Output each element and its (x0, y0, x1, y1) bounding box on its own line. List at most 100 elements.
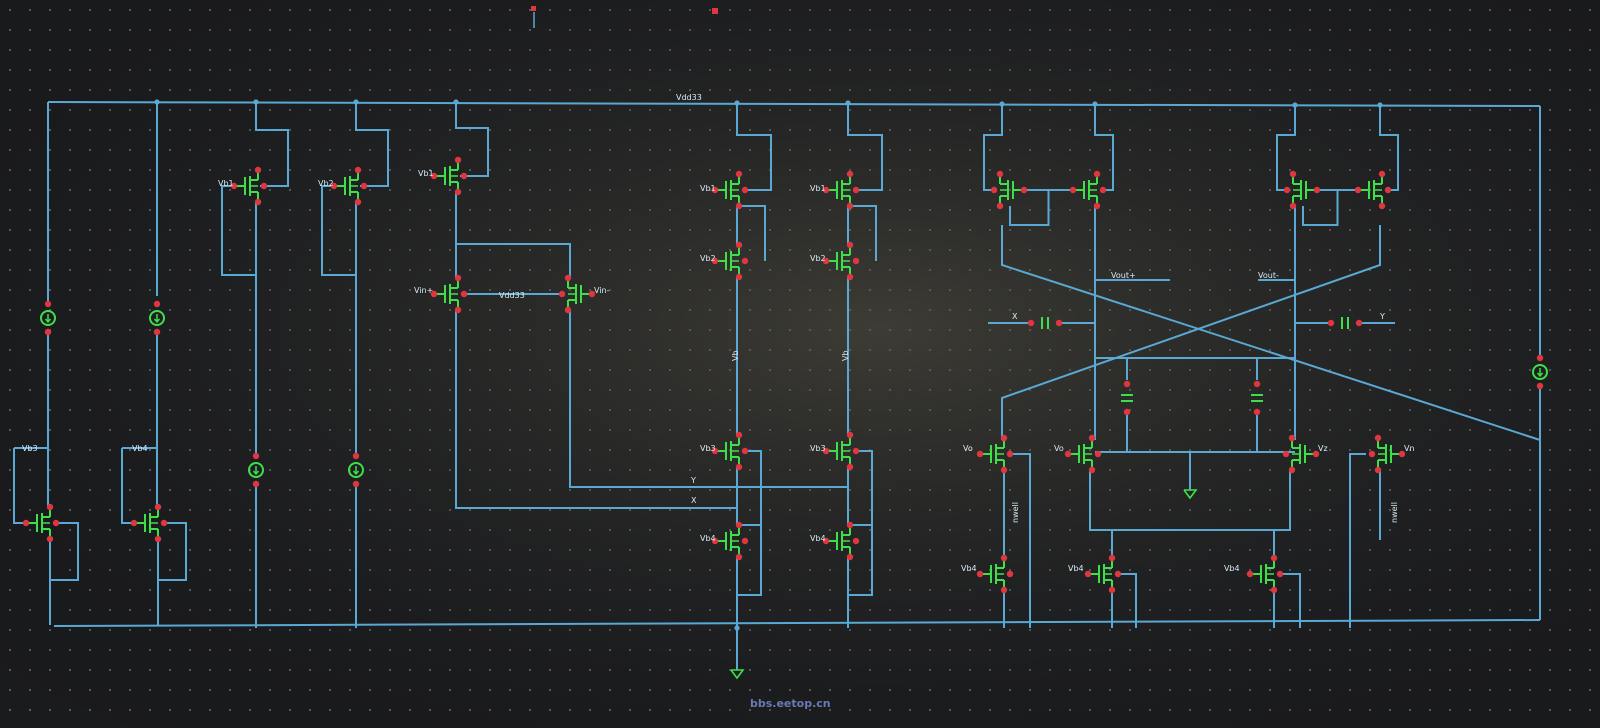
current-source-arrowhead (153, 318, 161, 324)
pin-dot (990, 186, 998, 194)
pin-dot (1374, 466, 1382, 474)
current-source-circle (40, 310, 56, 326)
mosfet-vb4-out1 (982, 560, 1005, 588)
pin-dot (360, 182, 368, 190)
pin-dot (154, 503, 162, 511)
pin-dot (846, 521, 854, 529)
label-vb4-col1: Vb4 (700, 534, 716, 543)
label-vb2-col1: Vb2 (700, 254, 716, 263)
pin-dot (1064, 450, 1072, 458)
mosfet-vb2-b-src (348, 462, 364, 478)
pin-dot (230, 182, 238, 190)
pin-dot (1108, 554, 1116, 562)
pin-dot (852, 186, 860, 194)
pin-dot (22, 519, 30, 527)
mosfet-col1-vb4 (717, 527, 740, 555)
label-tail-right: nwell (1390, 502, 1399, 523)
pin-dot (1270, 554, 1278, 562)
labels: Vdd33 Vdd33 Vb3 Vb4 Vb1 Vb2 Vb1 Vin+ Vin… (22, 93, 1415, 710)
wire (255, 102, 289, 187)
label-vb3-col1: Vb3 (700, 444, 716, 453)
mosfet-vb3-left (28, 509, 51, 537)
pin-dot (354, 166, 362, 174)
wire (1001, 225, 1381, 440)
mosfet-col2-vb4 (828, 527, 851, 555)
wire (737, 205, 766, 261)
label-vo-1: Vo (963, 444, 973, 453)
mosfet-vb4-out2 (1090, 560, 1113, 588)
current-source-1 (40, 310, 56, 326)
wire (121, 448, 134, 524)
junction-dot (845, 100, 851, 106)
pin-dot (996, 170, 1004, 178)
label-vin-n: Vin- (594, 286, 610, 295)
label-vo-2: Vo (1054, 444, 1064, 453)
pin-dot (1378, 170, 1386, 178)
label-tail-left: nwell (1011, 502, 1020, 523)
wire (13, 448, 26, 524)
pin-dot (1270, 586, 1278, 594)
wire (1276, 104, 1296, 191)
pin-dot (1327, 319, 1335, 327)
pin-dot (996, 202, 1004, 210)
capacitor-x (1041, 317, 1049, 329)
pin-dot (852, 537, 860, 545)
ground-rail (53, 619, 1541, 627)
mosfet-col1-vb1 (717, 176, 740, 204)
pin-dot (846, 170, 854, 178)
pin-dot (454, 274, 462, 282)
pin-dot (735, 431, 743, 439)
pin-dot (564, 306, 572, 314)
pin-dot (1006, 570, 1014, 578)
pin-dot (254, 198, 262, 206)
label-x-left: X (1012, 312, 1018, 321)
wire (122, 447, 158, 508)
pin-dot (711, 447, 719, 455)
label-vb2-col2: Vb2 (810, 254, 826, 263)
junction-dot (1377, 102, 1383, 108)
junction-dot (1092, 101, 1098, 107)
capacitor-c2 (1251, 394, 1263, 402)
pin-dot (1374, 434, 1382, 442)
pin-dot (460, 172, 468, 180)
wire (569, 310, 848, 488)
pin-dot (822, 537, 830, 545)
pin-dot (1094, 450, 1102, 458)
wire (321, 185, 357, 276)
current-source-arrowhead (44, 318, 52, 324)
pin-dot (564, 274, 572, 282)
pin-dot (1000, 466, 1008, 474)
pin-dot (735, 241, 743, 249)
wire (1302, 190, 1339, 226)
pin-dot (1084, 570, 1092, 578)
junction-dot (353, 99, 359, 105)
pin-dot (1000, 434, 1008, 442)
pin-dot (460, 290, 468, 298)
pin-dot (846, 553, 854, 561)
pin-dot (1378, 202, 1386, 210)
pin-dot (1246, 570, 1254, 578)
pin-dot (735, 170, 743, 178)
label-col2-mid: Vb (841, 350, 850, 361)
pins (22, 6, 1544, 631)
pin-dot (1288, 434, 1296, 442)
mosfet-vb2-b (336, 172, 359, 200)
label-wire-y: Y (690, 476, 696, 485)
pin-dot (260, 182, 268, 190)
pin-dot (252, 480, 260, 488)
wire (1010, 453, 1031, 628)
pin-dot (46, 535, 54, 543)
pin-dot (822, 186, 830, 194)
mosfet-vz (1291, 440, 1314, 468)
junction-dot (734, 625, 740, 631)
pin-dot (1093, 170, 1101, 178)
mosfet-vn (1377, 440, 1400, 468)
wire (1280, 573, 1301, 628)
pin-dot (454, 306, 462, 314)
pin-dot (846, 463, 854, 471)
wire (355, 102, 389, 187)
pin-dot (1313, 186, 1321, 194)
pin-dot (1253, 408, 1261, 416)
